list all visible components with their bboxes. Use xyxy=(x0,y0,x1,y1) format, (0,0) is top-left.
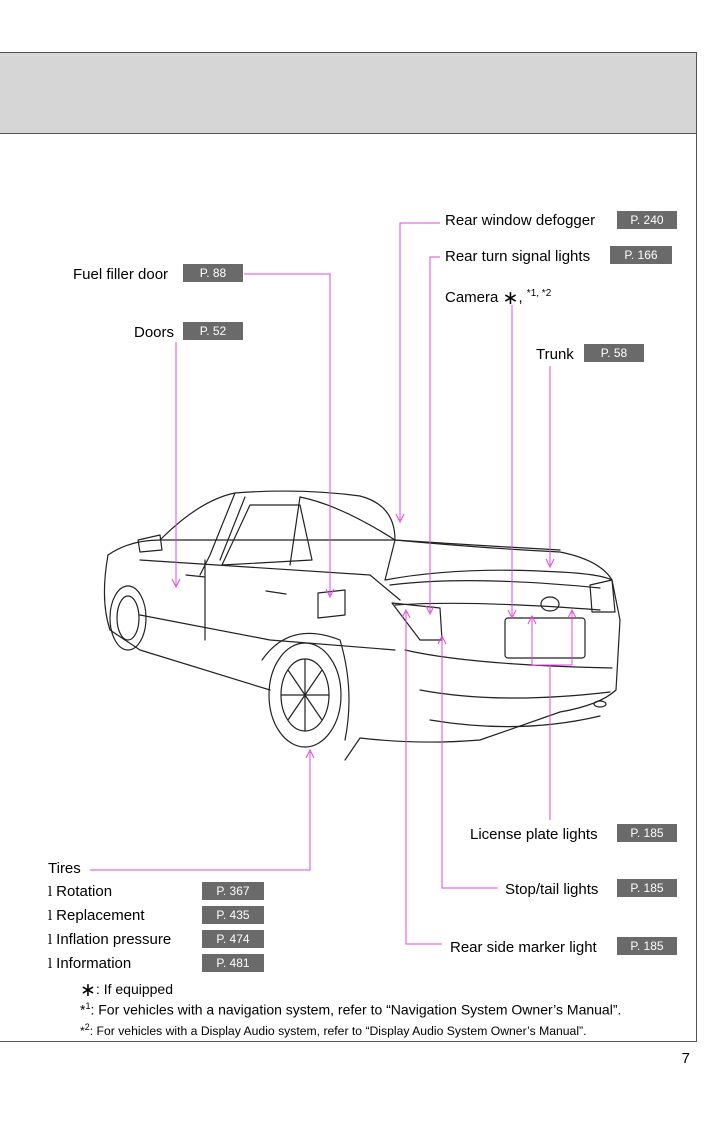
footnote-2-text: : For vehicles with a Display Audio syst… xyxy=(89,1024,587,1039)
rear-side-marker-light-label: Rear side marker light xyxy=(450,939,597,956)
tires-replacement-page-ref[interactable]: P. 435 xyxy=(202,906,264,924)
bullet: l xyxy=(48,957,53,972)
bullet: l xyxy=(48,933,53,948)
footnote-2: *2: For vehicles with a Display Audio sy… xyxy=(80,1022,586,1038)
tires-item-label: Replacement xyxy=(56,907,145,924)
page-number: 7 xyxy=(681,1050,690,1067)
rear-window-defogger-label: Rear window defogger xyxy=(445,212,596,229)
equipped-mark: ∗ xyxy=(80,980,96,1001)
bullet: l xyxy=(48,885,53,900)
camera-mark-separator: , xyxy=(518,289,527,306)
camera-label-text: Camera xyxy=(445,289,499,306)
doors-label: Doors xyxy=(134,324,175,341)
footnote-1-sup: 1 xyxy=(85,1001,91,1011)
doors-page-ref[interactable]: P. 52 xyxy=(183,322,243,340)
tires-item-label: Information xyxy=(56,955,132,972)
footnote-2-mark: * xyxy=(80,1024,85,1039)
stop-tail-lights-page-ref[interactable]: P. 185 xyxy=(617,879,677,897)
footnote-equipped-text: : If equipped xyxy=(95,981,173,997)
footnote-equipped: ∗: If equipped xyxy=(80,979,173,1002)
camera-footnote-marks: *1, *2 xyxy=(526,288,552,299)
rear-turn-signal-lights-label: Rear turn signal lights xyxy=(445,248,591,265)
tires-information-page-ref[interactable]: P. 481 xyxy=(202,954,264,972)
rear-turn-signal-lights-page-ref[interactable]: P. 166 xyxy=(610,246,672,264)
tires-title: Tires xyxy=(48,860,81,877)
equipped-mark: ∗ xyxy=(502,288,519,309)
footnote-2-sup: 2 xyxy=(84,1022,90,1032)
tires-rotation-page-ref[interactable]: P. 367 xyxy=(202,882,264,900)
footnote-1: *1: For vehicles with a navigation syste… xyxy=(80,1001,621,1018)
fuel-filler-door-label: Fuel filler door xyxy=(73,266,169,283)
footnote-1-mark: * xyxy=(80,1001,86,1018)
header-band xyxy=(0,53,696,134)
trunk-page-ref[interactable]: P. 58 xyxy=(584,344,644,362)
rear-window-defogger-page-ref[interactable]: P. 240 xyxy=(617,211,677,229)
license-plate-lights-page-ref[interactable]: P. 185 xyxy=(617,824,677,842)
bullet: l xyxy=(48,909,53,924)
tires-inflation-pressure-page-ref[interactable]: P. 474 xyxy=(202,930,264,948)
rear-side-marker-light-page-ref[interactable]: P. 185 xyxy=(617,937,677,955)
camera-label: Camera ∗, *1, *2 xyxy=(445,285,551,308)
footnote-1-text: : For vehicles with a navigation system,… xyxy=(90,1001,622,1018)
tires-item-label: Inflation pressure xyxy=(56,931,172,948)
stop-tail-lights-label: Stop/tail lights xyxy=(505,881,599,898)
page-frame xyxy=(0,52,697,1042)
license-plate-lights-label: License plate lights xyxy=(470,826,598,843)
trunk-label: Trunk xyxy=(536,346,574,363)
tires-item-label: Rotation xyxy=(56,883,113,900)
fuel-filler-door-page-ref[interactable]: P. 88 xyxy=(183,264,243,282)
